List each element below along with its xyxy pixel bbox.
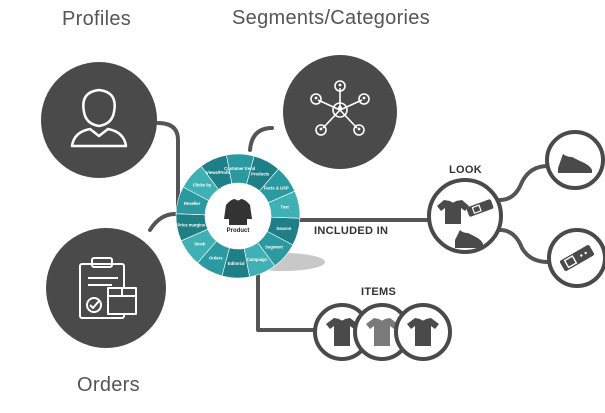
wheel-segment-label: Facts & USP — [264, 185, 289, 190]
line-look-belt — [498, 228, 550, 264]
wheel-segment-label: Text — [281, 205, 290, 210]
line-orders — [148, 212, 177, 232]
shoe-icon — [455, 230, 483, 248]
item-1 — [313, 303, 371, 361]
profiles-node — [41, 62, 157, 178]
clipboard-check-icon — [79, 257, 137, 319]
line-look-shoe — [498, 164, 550, 202]
tshirt-icon — [326, 318, 358, 346]
sweater-icon — [224, 199, 252, 225]
user-profile-icon — [70, 88, 128, 148]
line-segments — [248, 126, 274, 152]
wheel-segment-label: Products — [251, 172, 270, 177]
belt-icon — [466, 199, 494, 217]
tshirt-icon — [407, 318, 439, 346]
tshirt-icon — [437, 200, 469, 224]
wheel-segment-label: Customer trend — [224, 166, 256, 171]
items-node — [313, 303, 452, 361]
orders-label: Orders — [77, 374, 140, 396]
items-label: ITEMS — [361, 286, 397, 298]
look-label: LOOK — [449, 164, 482, 176]
wheel-segment — [226, 153, 255, 185]
included-in-label: INCLUDED IN — [314, 225, 389, 237]
item-3 — [394, 303, 452, 361]
wheel-segment-label: Stock — [194, 242, 206, 247]
segments-node — [283, 55, 397, 169]
tshirt-icon — [366, 318, 398, 346]
profiles-label: Profiles — [62, 8, 132, 30]
wheel-segment-label: Editorial — [228, 261, 245, 266]
look-node — [427, 178, 503, 254]
wheel-segment-label: Season — [276, 226, 291, 231]
line-items — [256, 266, 320, 332]
connector-lines — [148, 121, 550, 332]
belt-buckle-icon — [560, 245, 594, 271]
segments-label: Segments/Categories — [232, 7, 431, 29]
wheel-segment-label: Clicks by — [193, 183, 212, 188]
shoe-node — [545, 130, 605, 190]
item-2 — [353, 303, 411, 361]
orders-node — [46, 228, 166, 348]
wheel-segment-label: Views/Profile — [206, 170, 233, 175]
wheel-segment-label: Orders — [209, 255, 223, 260]
wheel-segment-label: Price margins — [177, 222, 205, 227]
wheel-center-label: Product — [227, 228, 250, 234]
belt-node — [547, 228, 605, 288]
line-profiles — [156, 121, 180, 222]
wheel-segment-label: Campaign — [247, 257, 268, 262]
sneaker-icon — [558, 154, 592, 173]
wheel-segment-label: Reseller — [184, 201, 201, 206]
wheel-segment-label: Segment — [265, 244, 283, 249]
